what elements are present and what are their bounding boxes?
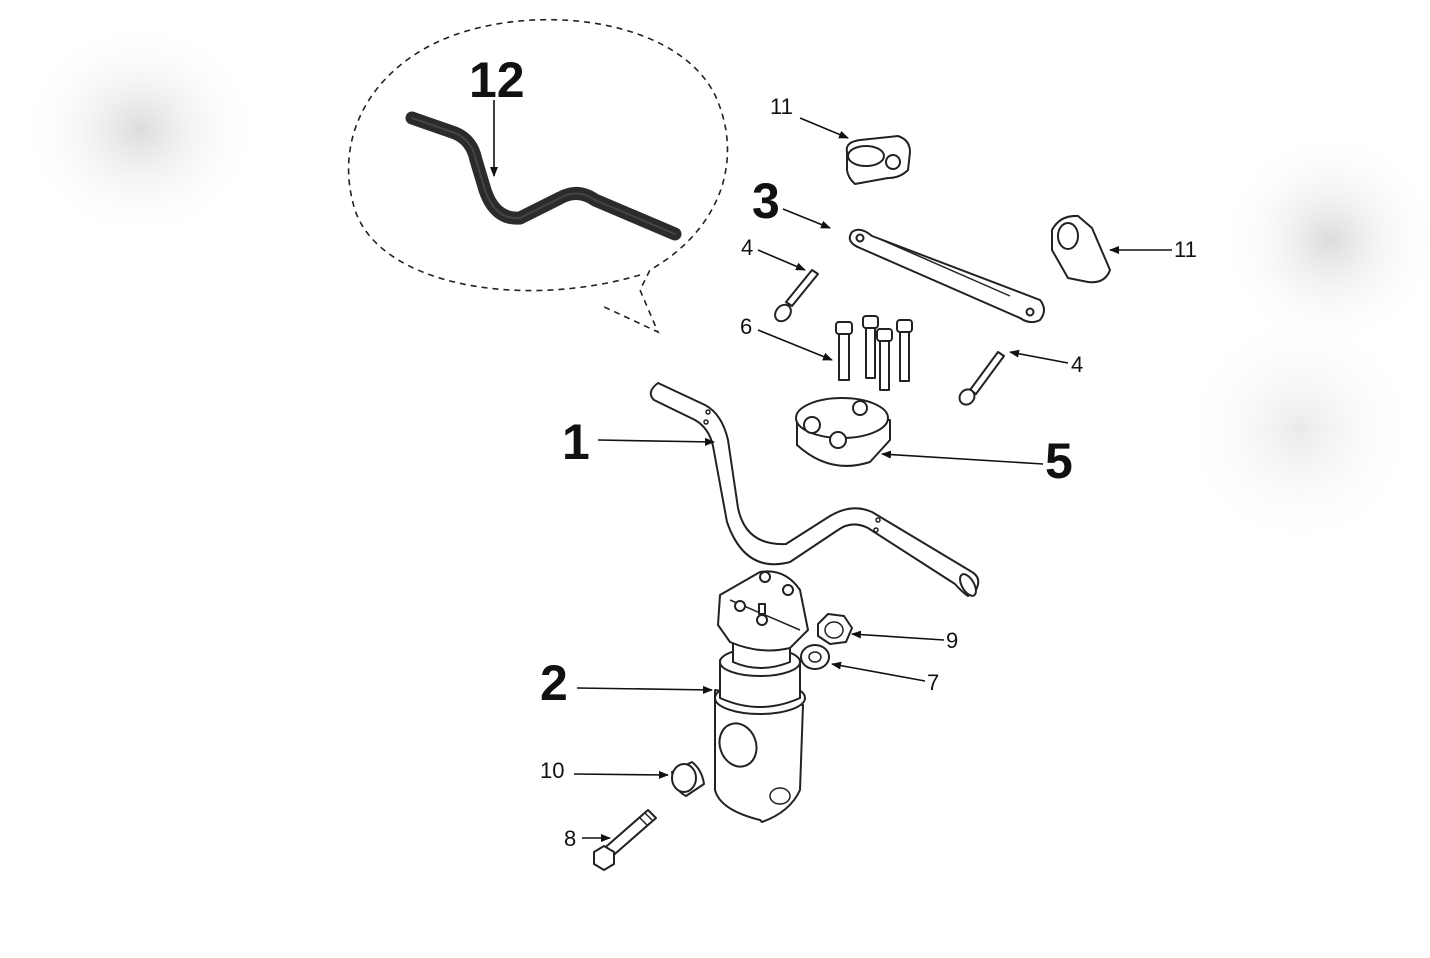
dashed-callout-bubble: [347, 18, 729, 334]
callout-11-upper: 11: [770, 94, 793, 119]
callout-11-right: 11: [1174, 237, 1197, 262]
callout-2: 2: [540, 655, 568, 711]
clamp-bracket-right: 11: [1051, 214, 1197, 284]
nut: 9: [817, 613, 958, 653]
callout-3: 3: [752, 173, 780, 229]
background-blur: [20, 20, 1430, 550]
clamp-bracket-top: 11: [770, 94, 911, 185]
washer: 7: [800, 644, 939, 695]
bushing: 10: [540, 758, 705, 797]
callout-4-lower: 4: [1071, 352, 1083, 377]
callout-10: 10: [540, 758, 564, 783]
bolt-right: 4: [958, 349, 1083, 406]
riser-body: 2: [540, 570, 809, 823]
pinch-bolt: 8: [564, 809, 657, 871]
clamp-cap: 5: [795, 397, 1073, 489]
alternate-handlebar-callout: 12: [347, 18, 729, 334]
bolt-set: 6: [740, 314, 913, 391]
handlebar: 1: [562, 382, 980, 597]
callout-1: 1: [562, 414, 590, 470]
cross-brace: 3: [752, 173, 1045, 324]
callout-9: 9: [946, 628, 958, 653]
callout-4-upper: 4: [741, 235, 753, 260]
callout-8: 8: [564, 826, 576, 851]
callout-6: 6: [740, 314, 752, 339]
callout-5: 5: [1045, 433, 1073, 489]
callout-7: 7: [927, 670, 939, 695]
bolt-left: 4: [741, 235, 819, 323]
callout-12: 12: [469, 52, 525, 108]
